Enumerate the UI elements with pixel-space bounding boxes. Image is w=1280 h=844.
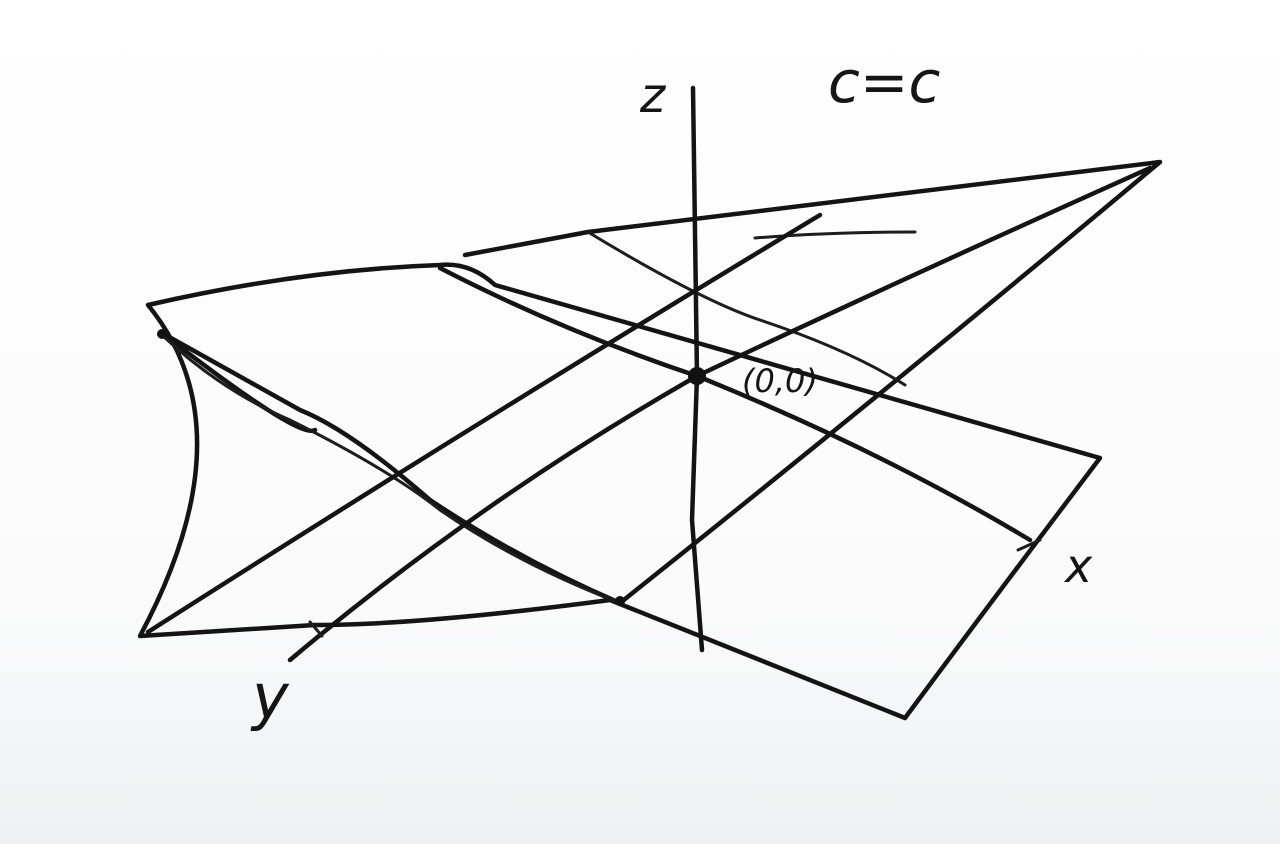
y-axis-tick	[308, 620, 324, 638]
x-axis-tick	[1016, 538, 1042, 552]
origin-point	[688, 367, 706, 385]
plane-back-ridge	[753, 230, 917, 240]
y-axis-label: y	[250, 660, 290, 733]
origin-label: (0,0)	[742, 362, 818, 400]
plane-b	[159, 159, 1163, 606]
plane-a	[137, 262, 1103, 721]
z-axis-line	[689, 85, 705, 653]
plane-left-point	[157, 329, 167, 339]
equation-label: c=c	[828, 48, 940, 116]
plane-corner-point	[615, 596, 625, 606]
plane-b-rear-edge	[586, 230, 907, 387]
x-axis-label: x	[1063, 539, 1093, 593]
z-axis-label: z	[639, 68, 667, 124]
plane-b-edge-stroke	[160, 333, 622, 605]
x-axis-line	[437, 265, 1033, 543]
diagonal-line-left	[145, 212, 823, 635]
y-axis-line	[287, 165, 1153, 663]
